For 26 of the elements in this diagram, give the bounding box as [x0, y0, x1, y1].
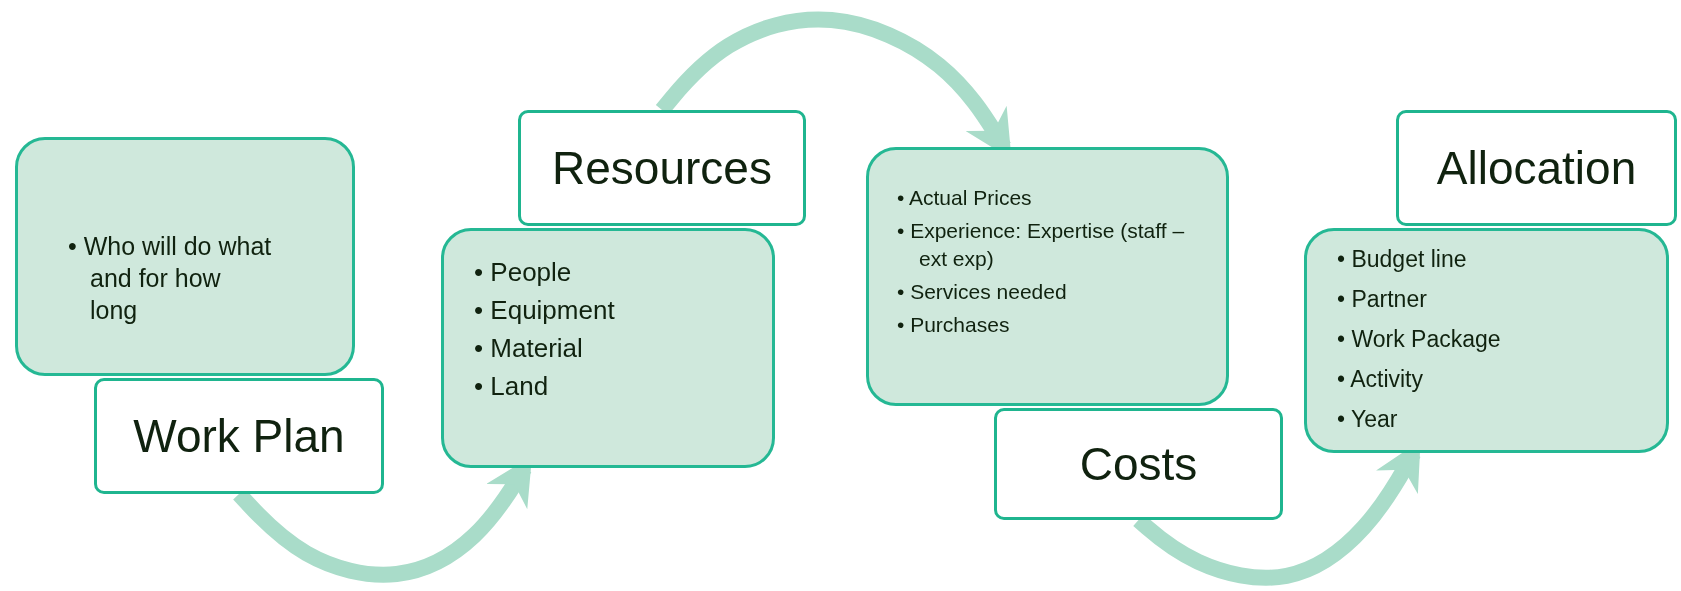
bullet-text: • Services needed: [897, 279, 1068, 305]
bullet-text: • Experience: Expertise (staff – ext exp): [897, 218, 1186, 272]
title-box: [94, 378, 384, 494]
bullet-text: • Purchases: [897, 312, 1011, 338]
title-text: Work Plan: [133, 409, 345, 463]
bullet-text: • Activity: [1337, 365, 1424, 393]
content-box: [15, 137, 355, 376]
title-text: Allocation: [1436, 141, 1637, 195]
title-text: Resources: [552, 141, 772, 195]
bullet-text: • Equipment: [474, 295, 616, 325]
bullet-text: • Partner: [1337, 285, 1428, 313]
title-box: [1396, 110, 1677, 226]
content-box: [866, 147, 1229, 406]
title-box: [518, 110, 806, 226]
title-box: [994, 408, 1283, 520]
bullet-text: • People: [474, 257, 573, 287]
content-box: [441, 228, 775, 468]
bullet-text: • Budget line: [1337, 245, 1468, 273]
bullet-text: • Actual Prices: [897, 185, 1033, 211]
content-box: [1304, 228, 1669, 453]
bullet-text: • Year: [1337, 405, 1399, 433]
bullet-text: • Material: [474, 333, 584, 363]
bullet-text: • Work Package: [1337, 325, 1502, 353]
bullet-text: • Land: [474, 371, 550, 401]
title-text: Costs: [1079, 437, 1198, 491]
bullet-text: • Who will do what and for how long: [68, 231, 273, 326]
